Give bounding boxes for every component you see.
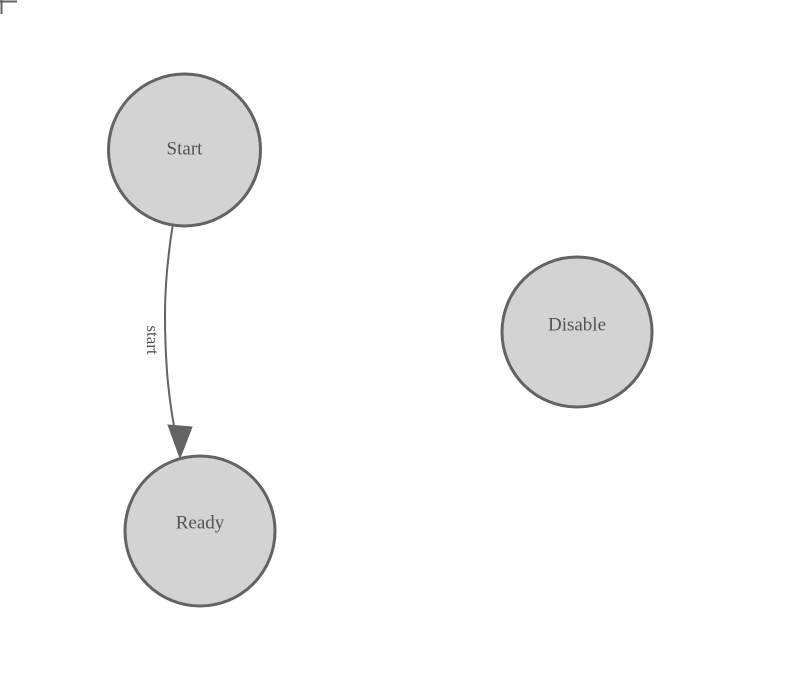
state-node-ready-circle[interactable] bbox=[123, 454, 277, 608]
transition-start-to-ready[interactable]: start bbox=[143, 226, 193, 460]
state-node-disable-circle[interactable] bbox=[500, 255, 654, 409]
nodes-layer: Start Ready Disable bbox=[107, 72, 654, 608]
transitions-layer: start bbox=[143, 226, 193, 460]
transition-label-start: start bbox=[143, 325, 162, 355]
state-node-ready[interactable]: Ready bbox=[123, 454, 277, 608]
state-node-start-label: Start bbox=[167, 138, 204, 159]
transition-arrowhead-icon bbox=[167, 424, 193, 460]
state-node-start[interactable]: Start bbox=[107, 72, 262, 228]
state-node-ready-label: Ready bbox=[176, 512, 225, 533]
transition-edge-path[interactable] bbox=[163, 226, 180, 453]
state-node-disable[interactable]: Disable bbox=[500, 255, 654, 409]
state-node-disable-label: Disable bbox=[548, 314, 606, 335]
state-node-start-circle[interactable] bbox=[107, 72, 262, 228]
selection-corner-bracket bbox=[0, 0, 17, 14]
